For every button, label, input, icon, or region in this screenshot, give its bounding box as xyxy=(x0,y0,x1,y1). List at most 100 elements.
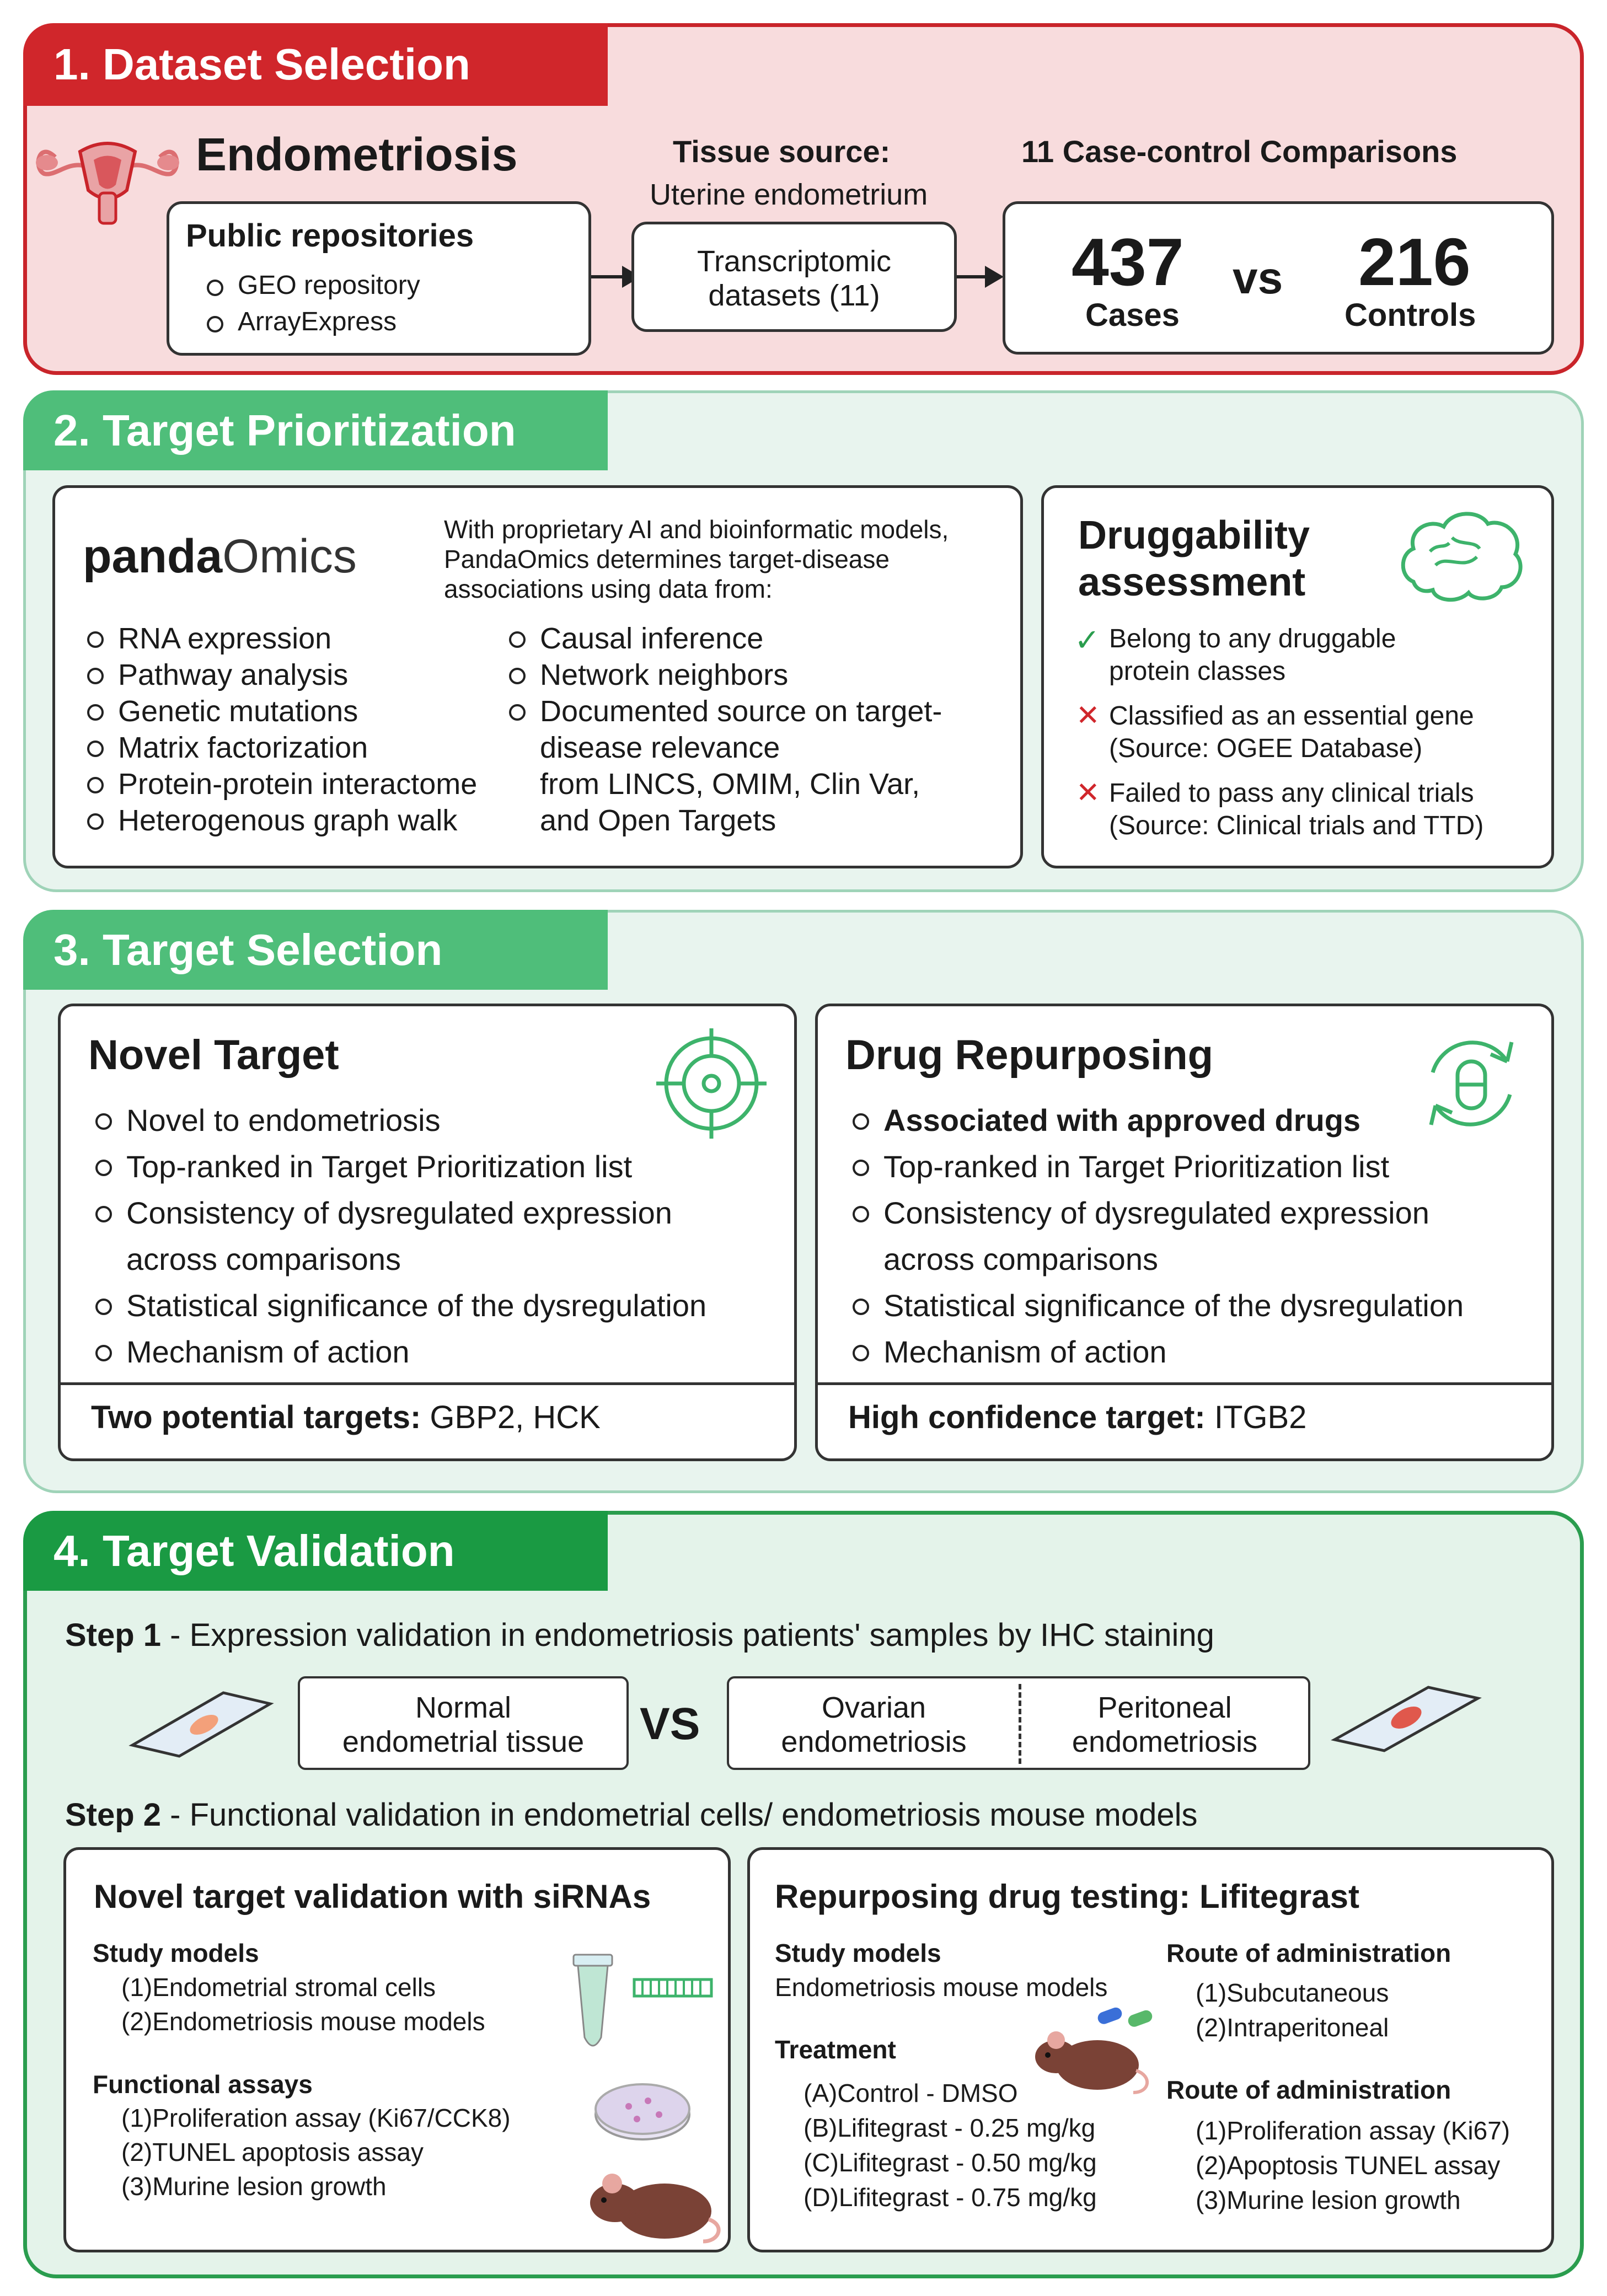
target-prioritization-banner: 2. Target Prioritization xyxy=(23,390,608,470)
step1-description: Step 1 - Expression validation in endome… xyxy=(65,1617,1214,1654)
treatment-list: (A)Control - DMSO (B)Lifitegrast - 0.25 … xyxy=(804,2076,1097,2215)
dashed-divider xyxy=(1019,1684,1021,1764)
peritoneal-line1: Peritoneal xyxy=(1097,1691,1232,1724)
normal-line2: endometrial tissue xyxy=(342,1725,585,1758)
novel-criteria-list-2: Statistical significance of the dysregul… xyxy=(91,1283,706,1375)
logo-bold: panda xyxy=(83,530,223,583)
data-sources-continuation: disease relevance from LINCS, OMIM, Clin… xyxy=(540,729,920,839)
arrow-head-icon xyxy=(985,266,1004,288)
drug-repurposing-title: Drug Repurposing xyxy=(845,1032,1214,1079)
criterion-line: Failed to pass any clinical trials xyxy=(1109,779,1474,808)
sirna-study-models: (1)Endometrial stromal cells (2)Endometr… xyxy=(121,1970,485,2038)
list-item: Causal inference xyxy=(505,620,942,657)
study-models-label: Study models xyxy=(775,1939,941,1967)
footer-label: Two potential targets: xyxy=(91,1399,421,1435)
arrow-right-icon xyxy=(957,275,987,278)
list-item: (1)Proliferation assay (Ki67/CCK8) xyxy=(121,2104,511,2132)
data-sources-right: Causal inference Network neighbors Docum… xyxy=(505,620,942,729)
list-item: Statistical significance of the dysregul… xyxy=(848,1283,1464,1329)
pandaomics-description: With proprietary AI and bioinformatic mo… xyxy=(444,514,949,604)
criterion-line: (Source: OGEE Database) xyxy=(1109,734,1423,763)
target-validation-banner: 4. Target Validation xyxy=(23,1511,608,1591)
criterion-line: protein classes xyxy=(1109,657,1286,686)
description-line: With proprietary AI and bioinformatic mo… xyxy=(444,515,949,544)
drug-assay-list: (1)Proliferation assay (Ki67) (2)Apoptos… xyxy=(1196,2113,1510,2218)
list-item: (A)Control - DMSO xyxy=(804,2079,1018,2107)
list-item: (D)Lifitegrast - 0.75 mg/kg xyxy=(804,2183,1097,2212)
sirna-validation-box: Novel target validation with siRNAs Stud… xyxy=(63,1847,731,2252)
uterus-icon xyxy=(36,142,179,225)
cases-label: Cases xyxy=(1085,297,1180,333)
sirna-title: Novel target validation with siRNAs xyxy=(94,1878,651,1915)
vs-label: vs xyxy=(1233,253,1283,303)
sirna-assays: (1)Proliferation assay (Ki67/CCK8) (2)TU… xyxy=(121,2101,511,2203)
repurposing-criteria-list: Associated with approved drugs Top-ranke… xyxy=(848,1097,1429,1236)
arrow-right-icon xyxy=(591,275,624,278)
novel-target-box: Novel Target Novel to endometriosis Top-… xyxy=(58,1004,797,1461)
divider xyxy=(818,1382,1551,1385)
divider xyxy=(61,1382,794,1385)
repurpose-cycle-icon xyxy=(1429,1040,1514,1126)
section-title: 1. Dataset Selection xyxy=(53,40,470,89)
list-item: (C)Lifitegrast - 0.50 mg/kg xyxy=(804,2148,1097,2177)
treatment-label: Treatment xyxy=(775,2035,896,2064)
section-title: 3. Target Selection xyxy=(53,925,443,974)
section-title: 4. Target Validation xyxy=(53,1526,455,1575)
list-item: Mechanism of action xyxy=(91,1329,706,1375)
list-item: RNA expression xyxy=(83,620,477,657)
list-item-continuation: disease relevance xyxy=(540,731,780,764)
disease-title: Endometriosis xyxy=(196,128,518,180)
list-item: Network neighbors xyxy=(505,657,942,693)
step-text: - Expression validation in endometriosis… xyxy=(161,1617,1214,1653)
logo-light: Omics xyxy=(222,530,357,583)
novel-footer: Two potential targets: GBP2, HCK xyxy=(91,1399,601,1436)
slide-icon xyxy=(1331,1686,1482,1752)
list-item: (1)Subcutaneous xyxy=(1196,1978,1389,2007)
list-item: (3)Murine lesion growth xyxy=(121,2172,387,2201)
criterion-line: Classified as an essential gene xyxy=(1109,701,1474,731)
ovarian-line2: endometriosis xyxy=(781,1725,967,1758)
list-item: (2)TUNEL apoptosis assay xyxy=(121,2138,424,2166)
criterion-line: Belong to any druggable xyxy=(1109,624,1396,653)
description-line: PandaOmics determines target-disease xyxy=(444,545,890,573)
drug-repurposing-box: Drug Repurposing Associated with approve… xyxy=(815,1004,1554,1461)
list-item: GEO repository xyxy=(202,267,420,304)
peritoneal-line2: endometriosis xyxy=(1072,1725,1258,1758)
ovarian-line1: Ovarian xyxy=(821,1691,926,1724)
druggability-title-2: assessment xyxy=(1078,560,1306,604)
study-models-value: Endometriosis mouse models xyxy=(775,1973,1108,2002)
mouse-icon xyxy=(590,2174,721,2244)
transcriptomic-line1: Transcriptomic xyxy=(697,245,892,278)
list-item-continuation: across comparisons xyxy=(126,1242,401,1276)
brain-icon xyxy=(1401,512,1523,602)
repurposing-criteria-list-2: Statistical significance of the dysregul… xyxy=(848,1283,1464,1375)
footer-value: ITGB2 xyxy=(1214,1399,1307,1435)
footer-label: High confidence target: xyxy=(848,1399,1206,1435)
list-item: (2)Intraperitoneal xyxy=(1196,2013,1389,2042)
transcriptomic-line2: datasets (11) xyxy=(708,279,880,312)
route-label: Route of administration xyxy=(1166,2075,1451,2104)
step2-description: Step 2 - Functional validation in endome… xyxy=(65,1796,1198,1833)
target-selection-banner: 3. Target Selection xyxy=(23,910,608,990)
list-item: Novel to endometriosis xyxy=(91,1097,672,1144)
list-item-continuation: and Open Targets xyxy=(540,804,776,837)
novel-target-title: Novel Target xyxy=(88,1032,339,1079)
public-repositories-box: Public repositories GEO repository Array… xyxy=(167,201,591,356)
route-list: (1)Subcutaneous (2)Intraperitoneal xyxy=(1196,1976,1389,2045)
list-item: (B)Lifitegrast - 0.25 mg/kg xyxy=(804,2113,1096,2142)
test-tube-icon xyxy=(572,1954,713,2047)
normal-line1: Normal xyxy=(415,1691,512,1724)
cases-count: 437 xyxy=(1072,224,1184,299)
drug-testing-box: Repurposing drug testing: Lifitegrast St… xyxy=(747,1847,1554,2252)
list-item: Statistical significance of the dysregul… xyxy=(91,1283,706,1329)
repurposing-footer: High confidence target: ITGB2 xyxy=(848,1399,1306,1436)
list-item: (2)Endometriosis mouse models xyxy=(121,2007,485,2036)
step-label: Step 2 xyxy=(65,1797,162,1833)
list-item: Protein-protein interactome xyxy=(83,766,477,802)
list-item: Heterogenous graph walk xyxy=(83,802,477,839)
list-item: Top-ranked in Target Prioritization list xyxy=(848,1144,1429,1190)
functional-assays-label: Functional assays xyxy=(93,2070,313,2099)
description-line: associations using data from: xyxy=(444,575,773,603)
route-label: Route of administration xyxy=(1166,1939,1451,1967)
check-icon: ✓ xyxy=(1074,623,1100,657)
